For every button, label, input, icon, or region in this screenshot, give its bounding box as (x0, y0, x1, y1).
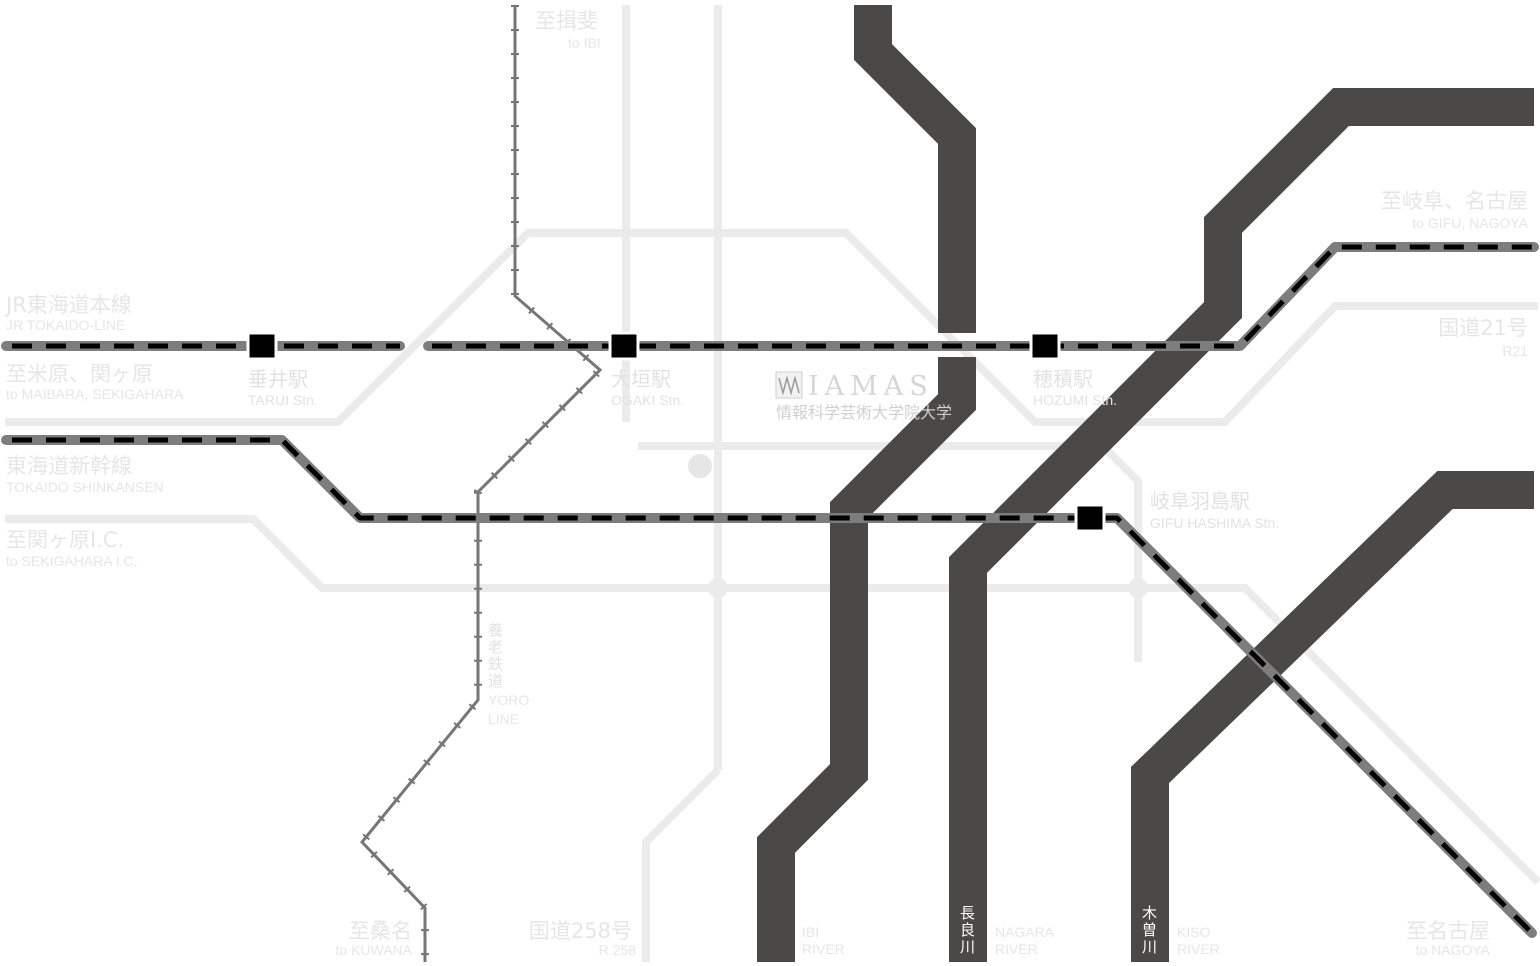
ogaki-station-label: 大垣駅 (611, 367, 671, 391)
road-r258 (642, 767, 721, 962)
road-junction-1 (708, 578, 728, 598)
to-nagoya-label-en: to NAGOYA (1416, 942, 1491, 958)
to-ibi-label: 至揖斐 (535, 9, 598, 33)
to-maibara-label-en: to MAIBARA, SEKIGAHARA (6, 386, 184, 402)
ogaki-station-label-en: OGAKI Stn. (611, 392, 684, 408)
road-east-loop (638, 442, 1142, 662)
yoro-line-char-4: 道 (488, 672, 503, 690)
yoro-line (356, 5, 606, 962)
yoro-line-track (360, 5, 603, 962)
hozumi-station-label: 穂積駅 (1033, 367, 1093, 391)
ibi-river-label-2: RIVER (802, 941, 845, 957)
r258-label-en: R.258 (599, 942, 637, 958)
yoro-line-ties (356, 5, 606, 962)
nagara-river (949, 88, 1534, 962)
iamas-jp-name: 情報科学芸術大学院大学 (776, 403, 952, 422)
yoro-line-char-3: 鉄 (488, 655, 503, 673)
tokaido-line-base-2 (423, 242, 1539, 351)
ibi-river-north (854, 5, 976, 333)
r21-label: 国道21号 (1438, 316, 1528, 340)
gifu-hashima-station-label-en: GIFU HASHIMA Stn. (1150, 515, 1279, 531)
to-maibara-label: 至米原、関ヶ原 (6, 362, 153, 386)
yoro-line-char-1: 養 (488, 621, 503, 639)
iamas-logo-icon[interactable] (775, 371, 803, 399)
r21-label-en: R21 (1502, 343, 1528, 359)
stations (246, 331, 1106, 533)
kiso-river-label-2: RIVER (1177, 941, 1220, 957)
hozumi-station-label-en: HOZUMI Stn. (1033, 392, 1117, 408)
tokaido-line-label: JR東海道本線 (4, 293, 132, 317)
tokaido-line-dash-2 (432, 244, 1534, 349)
railways (1, 242, 1539, 938)
yoro-line-en-2: LINE (488, 711, 519, 727)
nagara-river-label-2: RIVER (995, 941, 1038, 957)
ogaki-castle-icon (688, 454, 712, 478)
kiso-river-char-3: 川 (1142, 938, 1157, 956)
yoro-line-en-1: YORO (488, 692, 529, 708)
r258-label: 国道258号 (529, 919, 632, 943)
to-nagoya-label: 至名古屋 (1406, 919, 1490, 943)
road-r21 (5, 515, 1540, 885)
to-sekigahara-ic-label-en: to SEKIGAHARA I.C. (6, 553, 138, 569)
gifu-hashima-station-label: 岐阜羽島駅 (1150, 489, 1250, 513)
rivers (757, 5, 1534, 962)
to-kuwana-label-en: to KUWANA (336, 942, 413, 958)
to-gifu-nagoya-label: 至岐阜、名古屋 (1381, 189, 1528, 213)
nagara-river-char-3: 川 (960, 938, 975, 956)
to-gifu-nagoya-label-en: to GIFU, NAGOYA (1412, 215, 1528, 231)
nagara-river-char-2: 良 (960, 921, 975, 939)
shinkansen-label-en: TOKAIDO SHINKANSEN (6, 479, 164, 495)
nagara-river-char-1: 長 (960, 904, 975, 922)
nagara-river-label-1: NAGARA (995, 924, 1055, 940)
yoro-line-char-2: 老 (488, 638, 503, 656)
to-ibi-label-en: to IBI (568, 35, 601, 51)
iamas-name: IAMAS (808, 371, 934, 402)
ibi-river-label-1: IBI (802, 924, 819, 940)
shinkansen-label: 東海道新幹線 (6, 454, 132, 478)
ogaki-station-marker[interactable] (608, 331, 640, 361)
tokaido-line-label-en: JR TOKAIDO-LINE (6, 317, 125, 333)
road-hexagon (5, 229, 1538, 426)
to-kuwana-label: 至桑名 (349, 919, 412, 943)
tarui-station-label-en: TARUI Stn. (248, 392, 318, 408)
tarui-station-label: 垂井駅 (248, 367, 308, 391)
kiso-river (1131, 471, 1534, 962)
kiso-river-label-1: KISO (1177, 924, 1211, 940)
tarui-station-marker[interactable] (246, 331, 278, 361)
kiso-river-char-1: 木 (1142, 904, 1157, 922)
road-junction-2 (1128, 578, 1148, 598)
ibi-river (757, 357, 976, 962)
hozumi-station-marker[interactable] (1029, 331, 1061, 361)
kiso-river-char-2: 曽 (1142, 921, 1157, 939)
gifu-hashima-station-marker[interactable] (1074, 503, 1106, 533)
shinkansen-dash (12, 437, 1532, 933)
to-sekigahara-ic-label: 至関ヶ原I.C. (6, 528, 124, 552)
